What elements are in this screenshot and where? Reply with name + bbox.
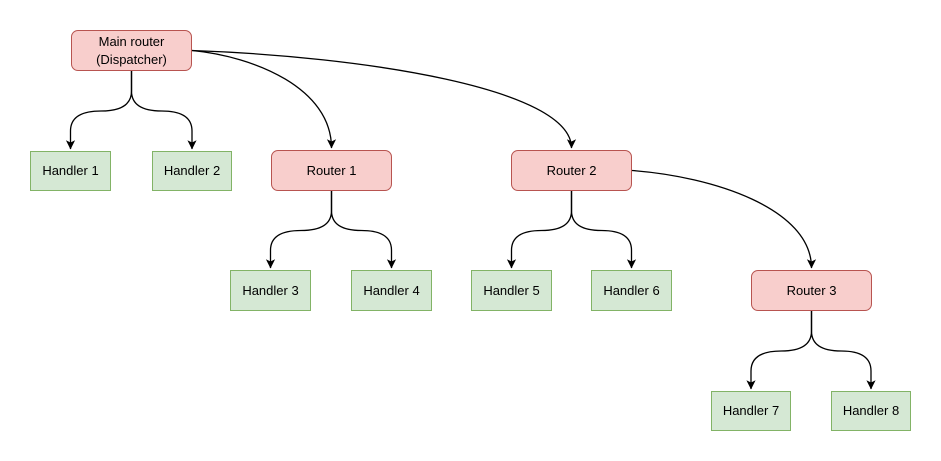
node-label: Router 1 — [306, 162, 357, 178]
node-handler-3: Handler 3 — [230, 270, 311, 311]
node-handler-5: Handler 5 — [471, 270, 552, 311]
node-label: Router 2 — [546, 162, 597, 178]
node-handler-7: Handler 7 — [711, 391, 791, 431]
node-handler-4: Handler 4 — [351, 270, 432, 311]
node-handler-1: Handler 1 — [30, 151, 111, 191]
node-label: Handler 3 — [242, 282, 299, 298]
node-label: Handler 8 — [842, 403, 900, 419]
node-label: Handler 4 — [363, 282, 420, 298]
edge-router-2-to-router-3 — [631, 169, 817, 269]
node-main-router: Main router (Dispatcher) — [71, 30, 192, 71]
edge-router-1-to-handler-3 — [265, 191, 333, 269]
edge-main-router-to-router-2 — [191, 49, 577, 149]
node-label: Handler 6 — [603, 282, 660, 298]
node-handler-2: Handler 2 — [152, 151, 232, 191]
edge-router-3-to-handler-8 — [810, 311, 876, 390]
node-label: Main router (Dispatcher) — [96, 34, 167, 67]
node-label: Router 3 — [786, 282, 837, 298]
edge-router-1-to-handler-4 — [330, 191, 397, 269]
edge-router-3-to-handler-7 — [746, 311, 813, 390]
edge-main-router-to-router-1 — [191, 49, 337, 149]
edge-router-2-to-handler-6 — [570, 191, 637, 269]
node-router-2: Router 2 — [511, 150, 632, 191]
edge-main-router-to-handler-2 — [130, 71, 197, 150]
node-handler-6: Handler 6 — [591, 270, 672, 311]
node-router-3: Router 3 — [751, 270, 872, 311]
edge-router-2-to-handler-5 — [506, 191, 573, 269]
node-label: Handler 7 — [722, 403, 780, 419]
node-router-1: Router 1 — [271, 150, 392, 191]
edge-main-router-to-handler-1 — [65, 71, 133, 150]
node-label: Handler 2 — [163, 163, 221, 179]
node-label: Handler 1 — [42, 163, 99, 179]
node-handler-8: Handler 8 — [831, 391, 911, 431]
node-label: Handler 5 — [483, 282, 540, 298]
